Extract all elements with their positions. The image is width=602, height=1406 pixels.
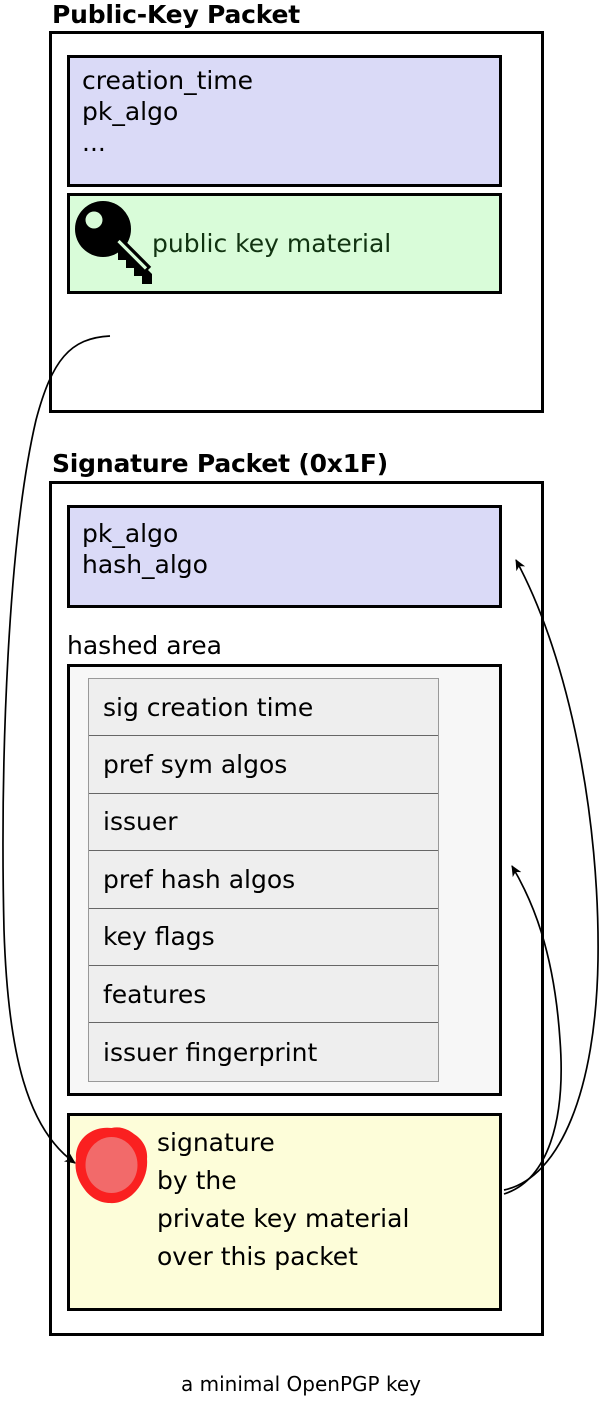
subpacket-label: key flags — [103, 922, 215, 952]
subpacket-row: issuer — [89, 793, 438, 852]
signature-algo-block — [67, 505, 502, 608]
subpacket-label: pref sym algos — [103, 750, 288, 780]
wax-seal-icon — [75, 1127, 148, 1204]
key-icon — [75, 201, 152, 284]
subpacket-label: features — [103, 979, 207, 1009]
signature-block-text: signature by the private key material ov… — [157, 1128, 410, 1271]
subpacket-label: pref hash algos — [103, 864, 296, 894]
diagram-caption: a minimal OpenPGP key — [181, 1372, 421, 1396]
subpacket-row: key flags — [89, 908, 438, 966]
signature-packet-heading: Signature Packet (0x1F) — [52, 449, 389, 478]
public-key-fields-block — [67, 55, 502, 187]
public-key-material-label: public key material — [152, 229, 392, 258]
public-key-packet-heading: Public-Key Packet — [52, 0, 301, 29]
subpacket-row: pref hash algos — [89, 851, 438, 909]
subpacket-label: sig creation time — [103, 692, 314, 722]
signature-algo-text: pk_algo hash_algo — [82, 519, 208, 579]
public-key-fields-text: creation_time pk_algo ... — [82, 66, 254, 157]
subpacket-row: issuer fingerprint — [89, 1023, 438, 1081]
hashed-area-label: hashed area — [67, 631, 222, 660]
hashed-area-subpacket-list: sig creation time pref sym algos issuer pre… — [88, 678, 439, 1082]
subpacket-row: features — [89, 965, 438, 1024]
subpacket-row: sig creation time — [89, 679, 438, 737]
subpacket-row: pref sym algos — [89, 736, 438, 794]
subpacket-label: issuer — [103, 807, 178, 837]
subpacket-label: issuer fingerprint — [103, 1037, 318, 1067]
public-key-material-block — [67, 193, 502, 294]
